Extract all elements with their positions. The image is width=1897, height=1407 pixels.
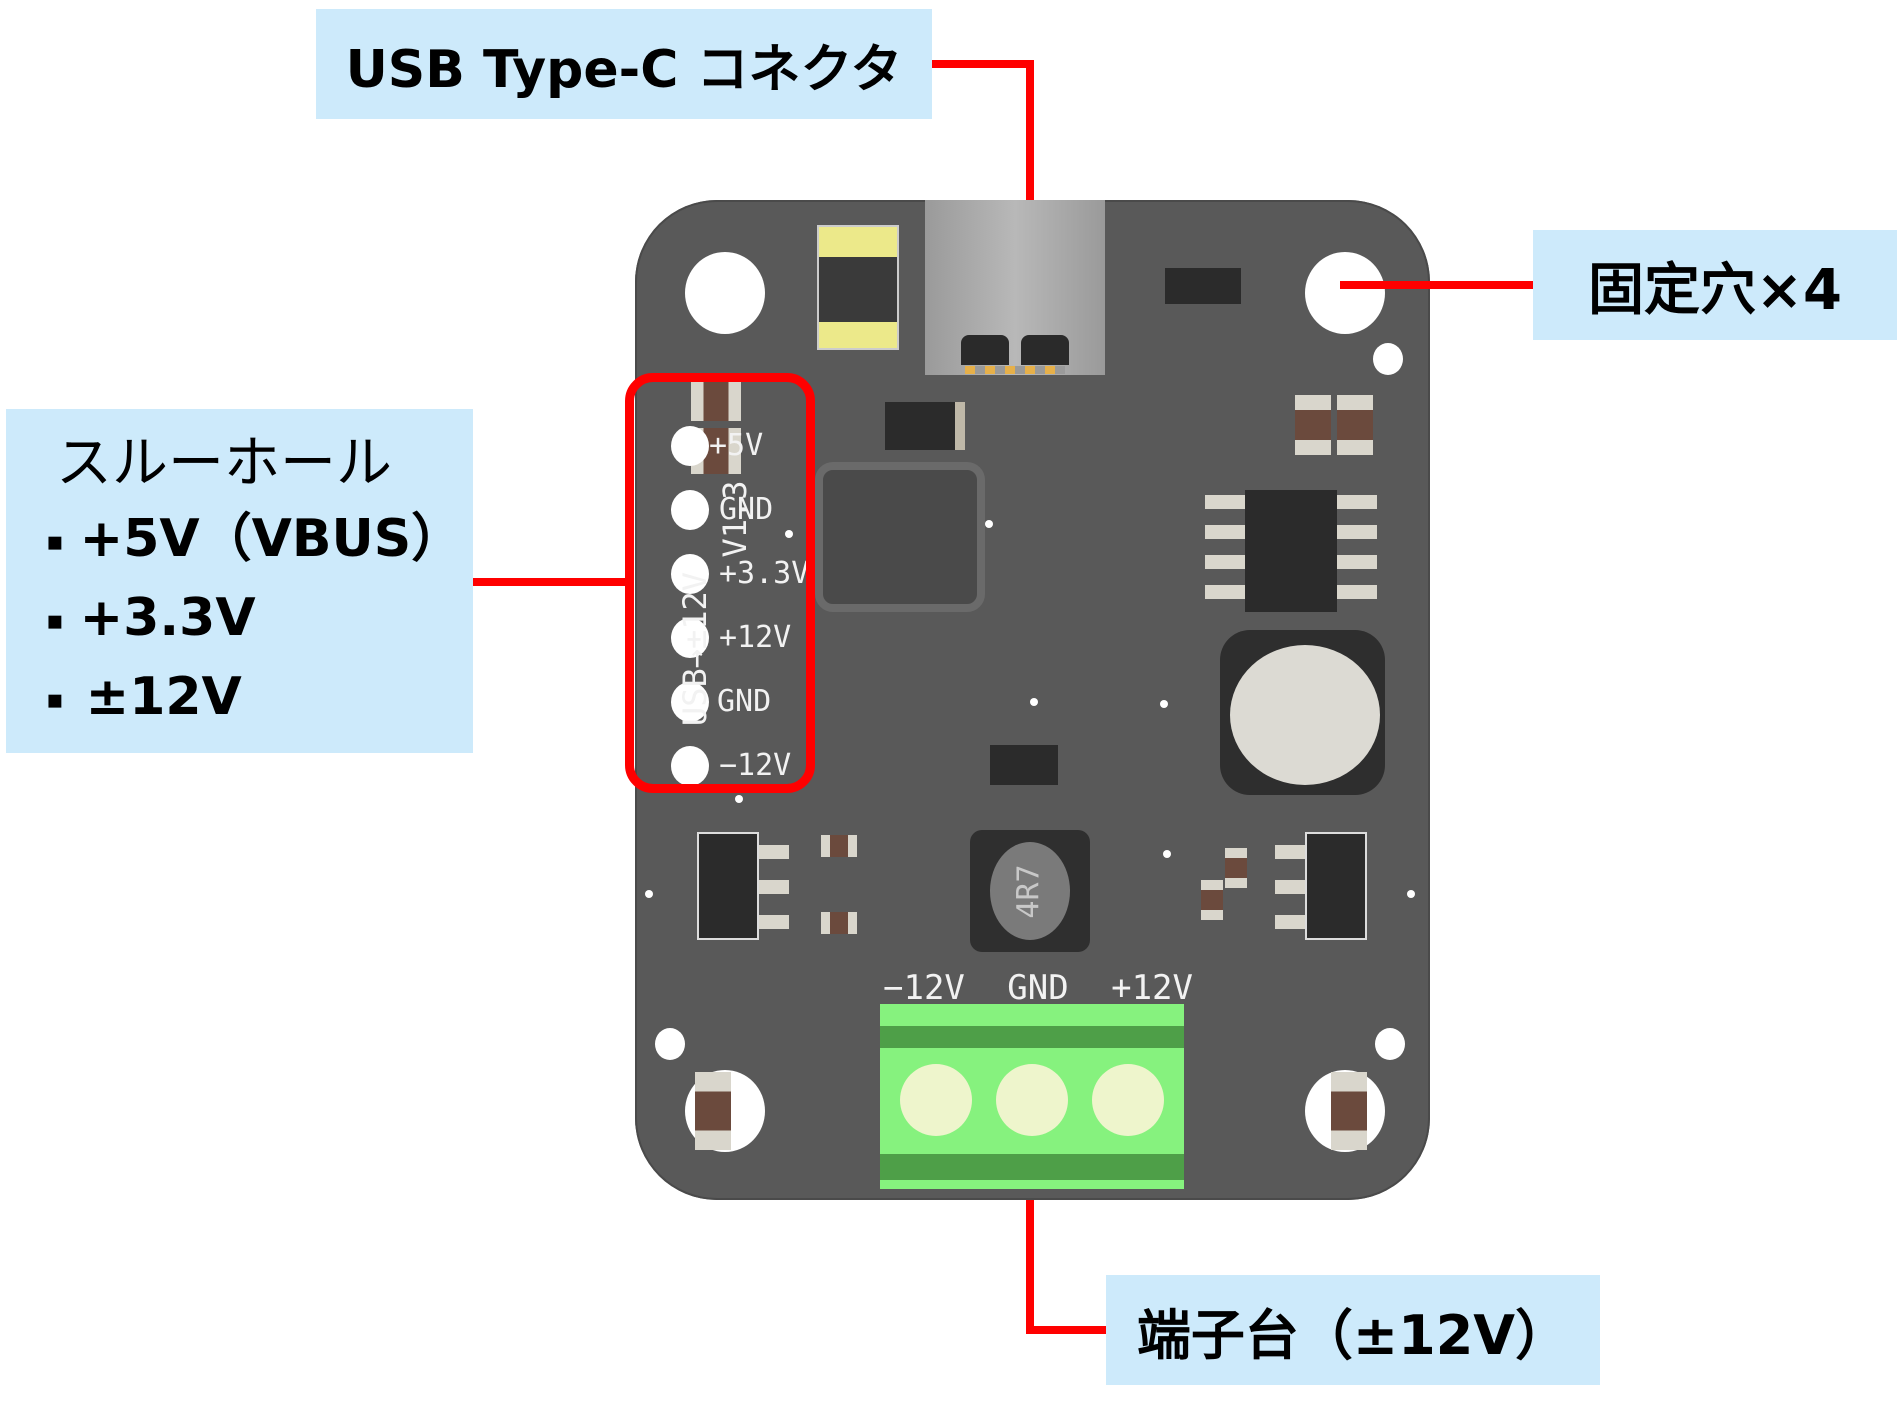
regulator-left [697,832,759,940]
callout-mount-holes: 固定穴×4 [1533,230,1897,340]
ic-sot23-6 [990,745,1058,785]
callout-usb-label: USB Type-C コネクタ [345,39,903,100]
pin-label: −12V [719,748,792,783]
diode [885,402,965,450]
via [735,795,743,803]
pcb-board: 4R7 +5V GND +3.3V +12V GND −12V USB→±12V… [635,200,1430,1200]
buzzer-component [1220,630,1385,795]
via [1160,700,1168,708]
capacitor [1337,395,1373,455]
capacitor [1295,395,1331,455]
through-hole [671,746,709,786]
through-holes-item: ▪±12V [46,667,242,727]
small-hole [1375,1028,1405,1060]
usb-c-connector [925,200,1105,375]
through-holes-item: ▪+3.3V [46,588,256,648]
terminal-screw [900,1064,972,1136]
via [1030,698,1038,706]
via [1163,850,1171,858]
leader-line-usb-h [932,60,1034,68]
ic-pin [1337,555,1377,569]
regulator-pin [759,845,789,859]
pin-label: +5V [709,428,764,463]
resistor [1201,880,1223,920]
regulator-pin [1275,915,1305,929]
regulator-pin [1275,880,1305,894]
mounting-hole [685,252,765,334]
ic-pin [1337,525,1377,539]
callout-usb-connector: USB Type-C コネクタ [316,9,932,119]
through-hole-header: +5V GND +3.3V +12V GND −12V [659,400,810,786]
through-hole [671,490,709,530]
callout-through-holes: スルーホール ▪+5V（VBUS） ▪+3.3V ▪±12V [6,409,473,753]
leader-line-through-holes [473,578,628,586]
callout-terminal-block: 端子台（±12V） [1106,1275,1600,1385]
small-hole [655,1028,685,1060]
resistor [821,912,857,934]
leader-line-mount-holes [1340,281,1533,289]
leader-line-terminal-h [1026,1326,1106,1334]
ic-pin [1205,525,1245,539]
via [645,890,653,898]
ic-pin [1205,585,1245,599]
through-hole [671,682,709,722]
regulator-right [1305,832,1367,940]
resistor [821,835,857,857]
leader-line-usb-v [1026,60,1034,232]
through-holes-item: ▪+5V（VBUS） [46,509,464,569]
ic-pin [1205,555,1245,569]
through-holes-title: スルーホール [56,431,392,496]
bullet-icon: ▪ [46,685,64,715]
pin-label: +12V [719,620,792,655]
fuse-component [817,225,899,350]
pin-label: GND [717,684,772,719]
regulator-pin [759,915,789,929]
mounting-hole [1305,252,1385,334]
via [1407,890,1415,898]
regulator-pin [1275,845,1305,859]
via [985,520,993,528]
terminal-screw [996,1064,1068,1136]
through-hole [671,618,709,658]
power-inductor [815,462,985,612]
callout-terminal-label: 端子台（±12V） [1136,1303,1570,1367]
capacitor [1331,1072,1367,1150]
terminal-label: +12V [1111,968,1193,1008]
terminal-label: GND [1007,968,1069,1008]
small-hole [1373,343,1403,375]
regulator-pin [759,880,789,894]
terminal-block [880,1004,1184,1189]
pin-label: GND [719,492,774,527]
bullet-icon: ▪ [46,527,64,557]
through-hole [671,554,709,594]
through-hole [671,426,709,466]
through-holes-highlight [625,373,815,793]
terminal-label-row: −12V GND +12V [883,968,1193,1008]
ic-pin [1337,495,1377,509]
via [785,530,793,538]
capacitor [695,1072,731,1150]
inductor-marking: 4R7 [1011,864,1047,919]
capacitor [691,375,741,421]
callout-mount-holes-label: 固定穴×4 [1588,257,1842,323]
ic-pin [1205,495,1245,509]
transistor-sot23 [1165,268,1241,304]
terminal-label: −12V [883,968,965,1008]
resistor [1225,848,1247,888]
bullet-icon: ▪ [46,606,64,636]
terminal-screw [1092,1064,1164,1136]
ic-soic8 [1245,490,1337,612]
inductor-4r7: 4R7 [970,830,1090,952]
pin-label: +3.3V [719,556,810,591]
leader-line-terminal-v [1026,1195,1034,1334]
ic-pin [1337,585,1377,599]
